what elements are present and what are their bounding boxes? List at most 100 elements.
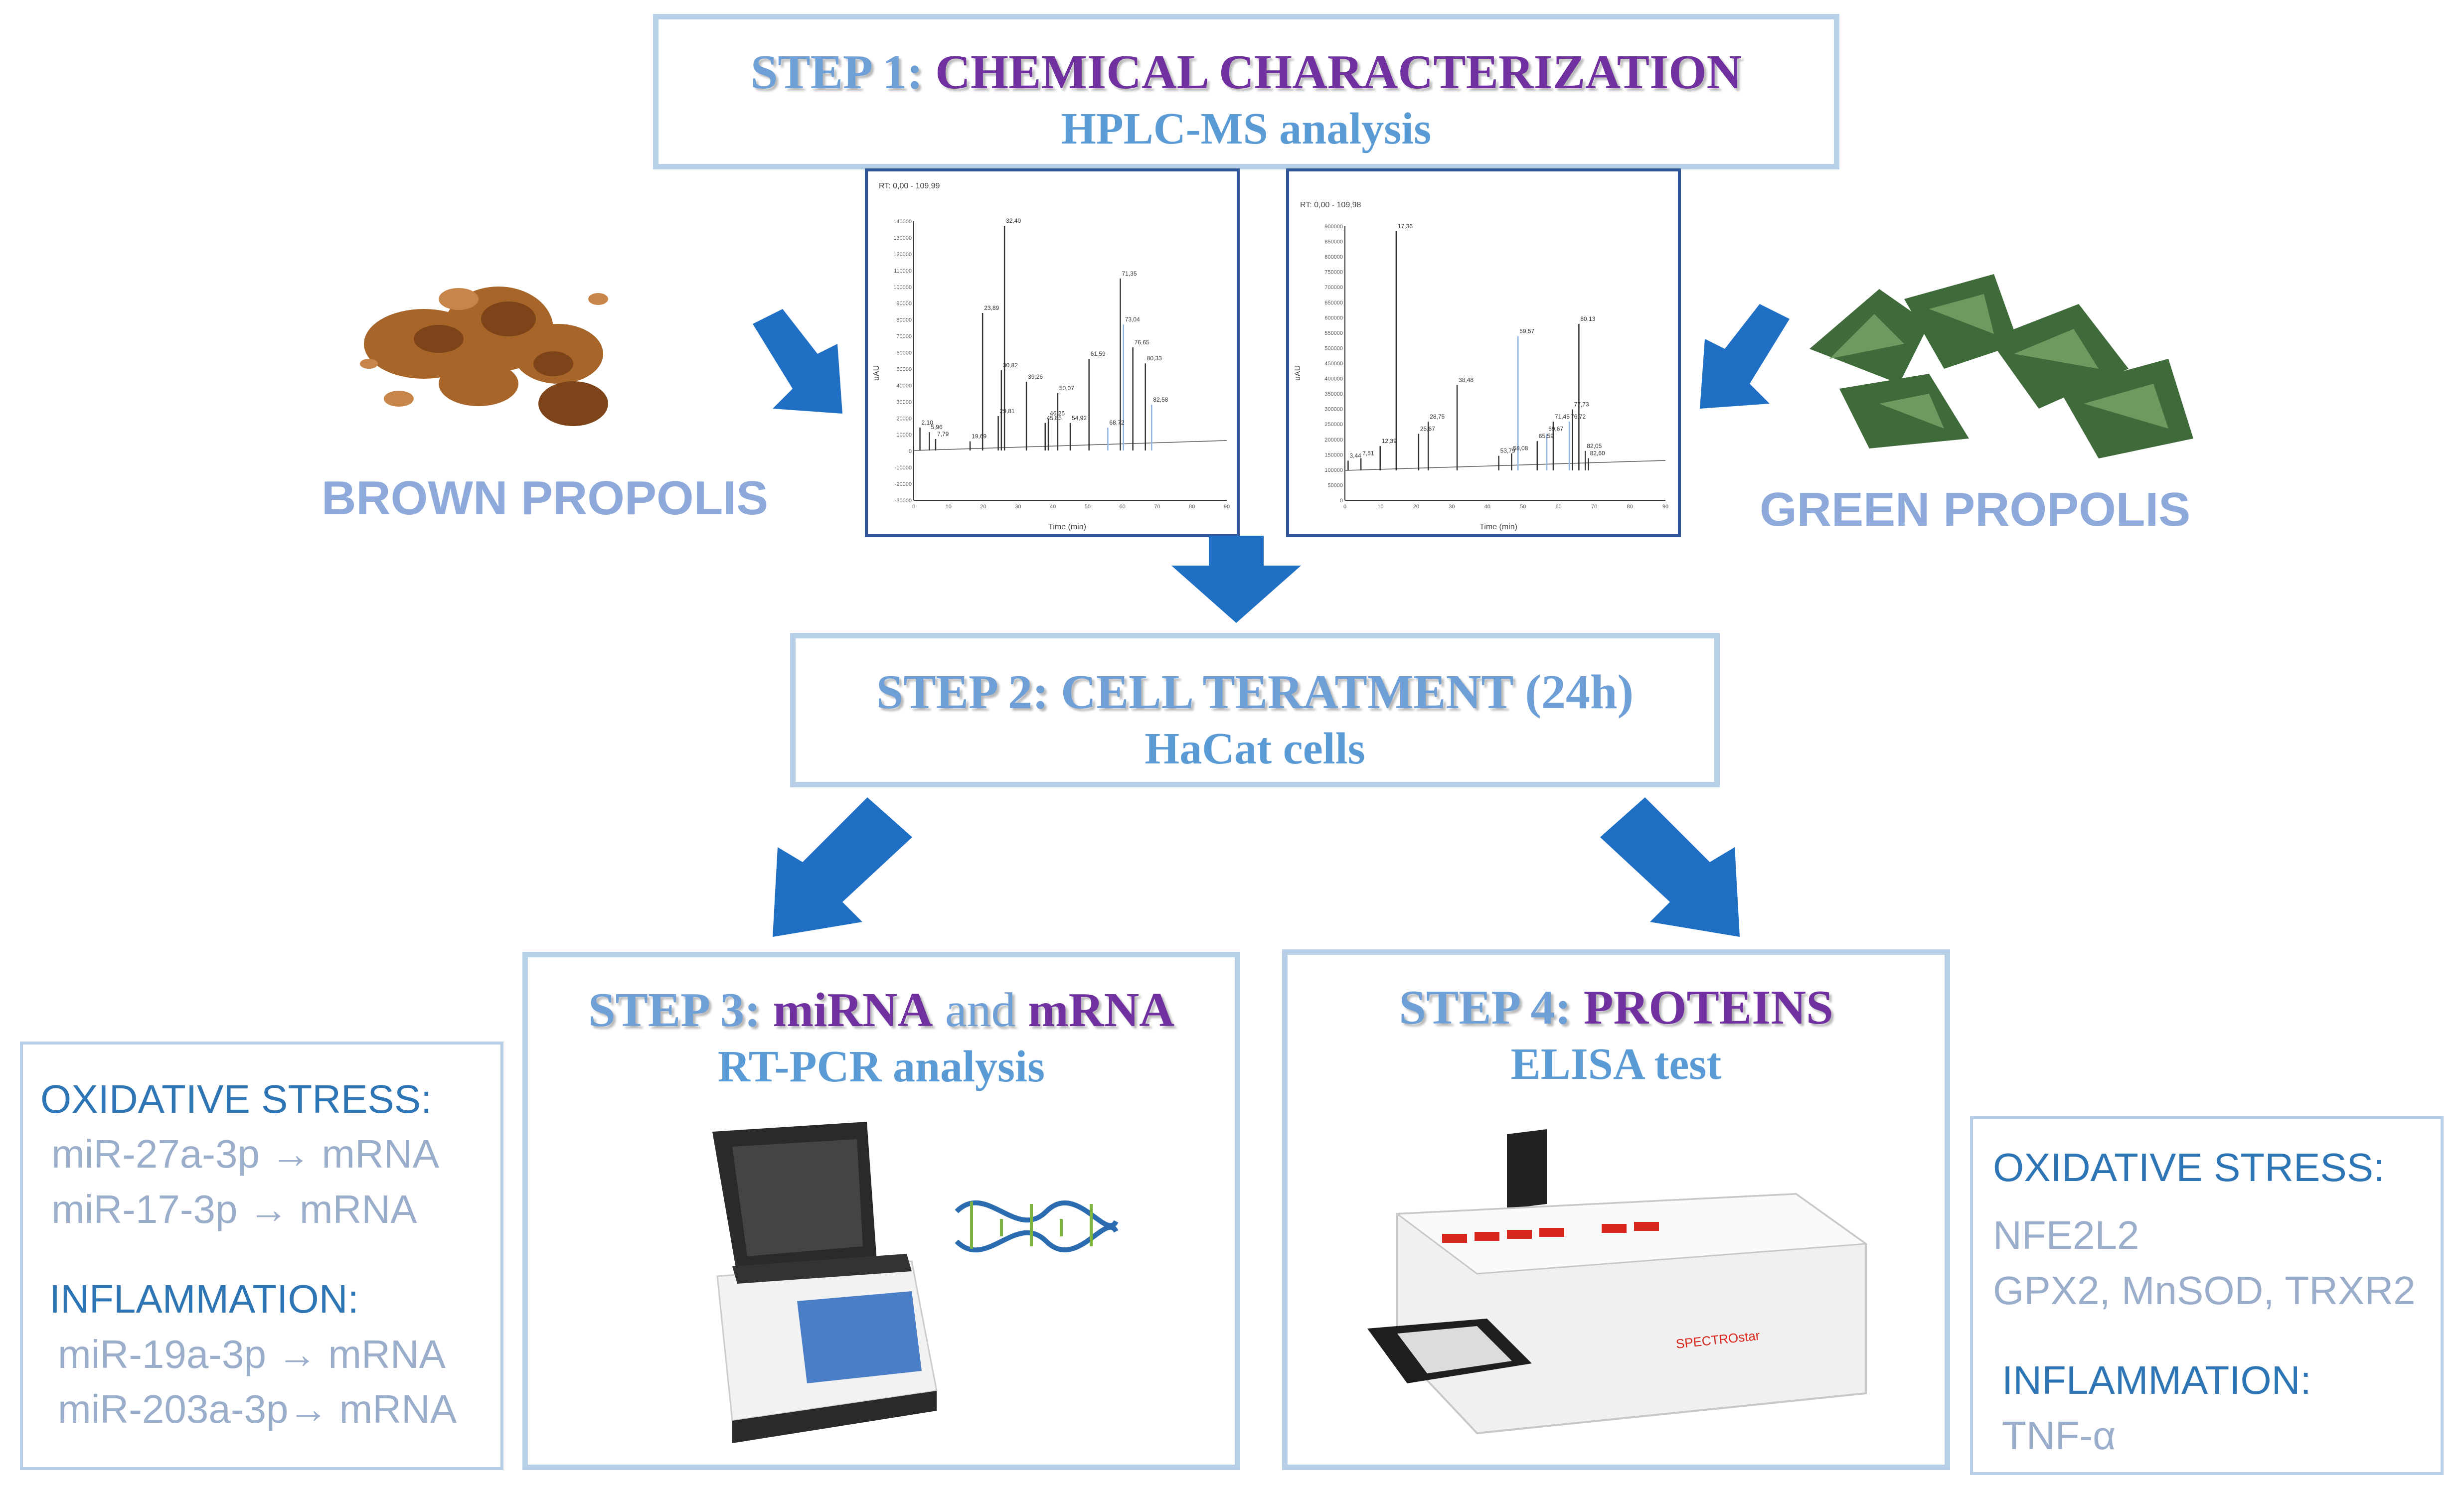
step3-box: STEP 3: miRNA and mRNA RT-PCR analysis (522, 952, 1240, 1470)
step3-and: and (933, 983, 1028, 1037)
arrow-brown-to-chart (753, 309, 842, 414)
c2-peak-label: 65,59 (1539, 433, 1554, 440)
c1-y-tick: 140000 (893, 219, 912, 225)
c1-y-tick: 40000 (896, 383, 912, 389)
step4-box: STEP 4: PROTEINS ELISA test SPECTROstar (1282, 949, 1950, 1470)
c2-y-tick: 450000 (1324, 361, 1343, 367)
c2-peak-label: 12,39 (1382, 438, 1397, 445)
c2-peak-label: 82,05 (1587, 443, 1602, 449)
right-item-tnf: TNF-α (2002, 1413, 2116, 1458)
c2-y-tick: 400000 (1324, 376, 1343, 382)
c2-y-tick: 0 (1340, 498, 1343, 504)
c1-x-tick: 90 (1224, 504, 1230, 510)
arrow-down-step2 (1171, 536, 1301, 623)
c1-peak-label: 46,25 (1050, 410, 1065, 417)
c2-y-tick: 350000 (1324, 391, 1343, 397)
c1-y-tick: 90000 (896, 301, 912, 307)
c2-x-tick: 40 (1484, 504, 1490, 510)
right-item-enzymes: GPX2, MnSOD, TRXR2 (1993, 1268, 2416, 1313)
c1-peak-label: 61,59 (1091, 350, 1106, 357)
step3-mirna: miRNA (773, 983, 933, 1037)
c2-x-tick: 0 (1343, 504, 1346, 510)
left-item-mir27a: miR-27a-3p → mRNA (51, 1132, 439, 1177)
protein-targets-panel: OXIDATIVE STRESS: NFE2L2 GPX2, MnSOD, TR… (1970, 1116, 2444, 1475)
c1-peak-label: 50,07 (1059, 385, 1074, 392)
step1-subtitle: HPLC-MS analysis (1061, 104, 1432, 153)
left-heading-inflammation: INFLAMMATION: (49, 1277, 359, 1322)
c1-peak-label: 23,89 (984, 304, 999, 311)
c1-peak-label: 19,69 (972, 433, 986, 440)
c2-peak-label: 7,51 (1362, 450, 1374, 457)
chart1-xlabel: Time (min) (1048, 523, 1086, 531)
c1-peak-label: 7,79 (937, 431, 949, 438)
arrow-green-to-chart (1700, 304, 1790, 409)
pcr-machine-image (712, 1122, 1119, 1443)
c1-peak-label: 73,04 (1125, 316, 1140, 323)
left-item-mir19a: miR-19a-3p → mRNA (58, 1332, 446, 1376)
c2-peak-label: 53,79 (1500, 448, 1515, 454)
c2-peak-label: 69,67 (1548, 426, 1563, 433)
c1-x-tick: 30 (1015, 504, 1021, 510)
c2-x-tick: 70 (1591, 504, 1597, 510)
c1-peak-label: 45,85 (1047, 415, 1062, 422)
arrow-down-right-step4 (1600, 797, 1740, 937)
c2-peak-label: 58,08 (1513, 445, 1528, 452)
c1-y-tick: -20000 (895, 481, 912, 487)
c2-x-tick: 30 (1449, 504, 1455, 510)
right-heading-oxidative: OXIDATIVE STRESS: (1993, 1145, 2385, 1190)
c1-y-tick: 50000 (896, 366, 912, 372)
c2-y-tick: 600000 (1324, 315, 1343, 321)
c1-y-tick: 80000 (896, 317, 912, 323)
step3-prefix: STEP 3: (588, 983, 773, 1037)
c1-y-tick: 110000 (894, 268, 912, 274)
c2-peak-label: 3,44 (1349, 452, 1361, 459)
step3-subtitle: RT-PCR analysis (717, 1042, 1045, 1091)
chart2-ylabel: uAU (1294, 365, 1302, 381)
c2-peak-label: 25,67 (1420, 426, 1435, 433)
c2-peak-label: 77,73 (1574, 401, 1589, 408)
c1-y-tick: 0 (909, 448, 912, 454)
c1-y-tick: 120000 (893, 252, 912, 258)
c2-x-tick: 20 (1413, 504, 1419, 510)
step3-mrna: mRNA (1028, 983, 1174, 1037)
brown-propolis-image (360, 287, 608, 426)
c1-peak-label: 29,81 (1000, 408, 1015, 415)
c1-x-tick: 20 (980, 504, 986, 510)
c2-y-tick: 900000 (1324, 224, 1343, 230)
c1-peak-label: 82,58 (1153, 396, 1168, 403)
c1-peak-label: 39,26 (1028, 373, 1043, 380)
c2-baseline-trace (1344, 460, 1666, 471)
step2-box: STEP 2: CELL TERATMENT (24h) HaCat cells (790, 633, 1720, 787)
chart1-range-label: RT: 0,00 - 109,99 (879, 182, 940, 190)
c2-y-tick: 250000 (1324, 422, 1343, 428)
c1-y-tick: 60000 (896, 350, 912, 356)
c2-x-tick: 10 (1377, 504, 1383, 510)
green-propolis-label: GREEN PROPOLIS (1760, 483, 2191, 536)
c2-y-tick: 300000 (1324, 407, 1343, 413)
step4-subtitle: ELISA test (1510, 1040, 1722, 1089)
mirna-targets-panel: OXIDATIVE STRESS: miR-27a-3p → mRNA miR-… (20, 1042, 503, 1470)
c2-peak-label: 38,48 (1459, 377, 1474, 384)
step2-prefix: STEP 2: (876, 665, 1061, 719)
c2-peak-label: 82,60 (1590, 450, 1605, 457)
c1-x-tick: 40 (1050, 504, 1056, 510)
left-heading-oxidative: OXIDATIVE STRESS: (40, 1077, 432, 1121)
c2-peak-label: 17,36 (1398, 223, 1413, 230)
c2-y-tick: 200000 (1324, 437, 1343, 443)
c2-y-tick: 100000 (1324, 467, 1343, 473)
c1-y-tick: 130000 (893, 235, 912, 241)
green-propolis-image (1809, 274, 2193, 458)
c2-peak-label: 28,75 (1430, 413, 1445, 420)
c2-x-tick: 90 (1662, 504, 1668, 510)
c1-y-tick: -10000 (895, 465, 912, 471)
c2-x-tick: 80 (1627, 504, 1633, 510)
c2-y-tick: 750000 (1324, 270, 1343, 276)
c1-peak-label: 30,82 (1003, 362, 1018, 369)
c2-peak-label: 76,72 (1571, 413, 1586, 420)
step2-subtitle: HaCat cells (1145, 724, 1365, 773)
brown-propolis-label: BROWN PROPOLIS (322, 471, 769, 525)
c2-peak-label: 80,13 (1580, 315, 1595, 322)
c1-y-tick: 100000 (893, 285, 912, 291)
